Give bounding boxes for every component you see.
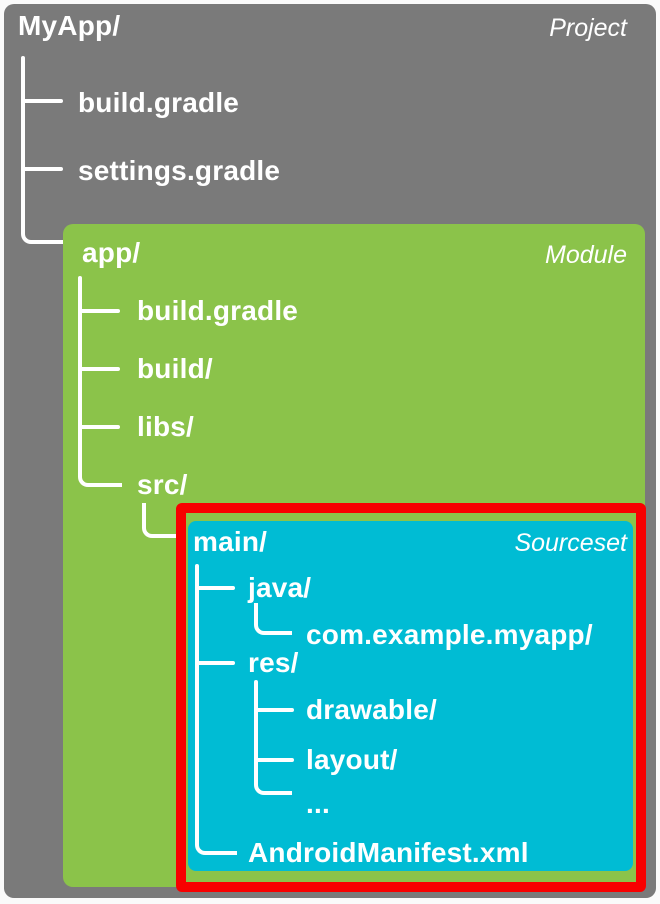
- sourceset-box: [188, 521, 633, 871]
- badge-sourceset: Sourceset: [514, 529, 627, 557]
- project-tree-branch-build-gradle: [23, 99, 63, 103]
- module-tree-branch-build-gradle: [80, 309, 120, 313]
- res-tree-branch-drawable: [256, 708, 294, 712]
- module-tree-branch-build-dir: [80, 367, 120, 371]
- sourceset-highlight-frame: [176, 503, 646, 892]
- project-root-label: MyApp/: [18, 10, 121, 41]
- res-tree-elbow-more: [254, 764, 292, 795]
- tree-item-project-settings-gradle: settings.gradle: [78, 155, 281, 186]
- tree-item-module-src: src/: [137, 469, 188, 500]
- sourceset-tree-elbow-package: [254, 603, 292, 635]
- tree-item-module-build-dir: build/: [137, 353, 213, 384]
- tree-item-res-ellipsis: ...: [306, 788, 330, 819]
- tree-item-layout: layout/: [306, 744, 398, 775]
- module-root-label: app/: [82, 237, 141, 268]
- module-tree-elbow-main: [142, 503, 182, 538]
- tree-item-res: res/: [248, 647, 299, 678]
- tree-item-module-libs: libs/: [137, 411, 195, 442]
- tree-item-java: java/: [248, 572, 312, 603]
- project-tree-trunk: [21, 56, 25, 232]
- module-tree-elbow-src: [78, 452, 122, 487]
- tree-item-module-build-gradle: build.gradle: [137, 295, 299, 326]
- tree-item-package: com.example.myapp/: [306, 619, 593, 650]
- sourceset-tree-elbow-manifest: [195, 816, 237, 855]
- sourceset-root-label: main/: [193, 526, 268, 557]
- badge-module: Module: [545, 241, 627, 269]
- res-tree-trunk: [254, 680, 258, 770]
- res-tree-branch-layout: [256, 758, 294, 762]
- badge-project: Project: [549, 14, 627, 42]
- tree-item-drawable: drawable/: [306, 694, 437, 725]
- sourceset-tree-branch-java: [197, 586, 235, 590]
- tree-item-android-manifest: AndroidManifest.xml: [248, 837, 529, 868]
- project-tree-branch-settings-gradle: [23, 167, 63, 171]
- module-tree-branch-libs: [80, 425, 120, 429]
- sourceset-tree-trunk: [195, 564, 199, 820]
- tree-item-project-build-gradle: build.gradle: [78, 87, 240, 118]
- project-tree-elbow-app: [21, 226, 67, 244]
- sourceset-tree-branch-res: [197, 661, 235, 665]
